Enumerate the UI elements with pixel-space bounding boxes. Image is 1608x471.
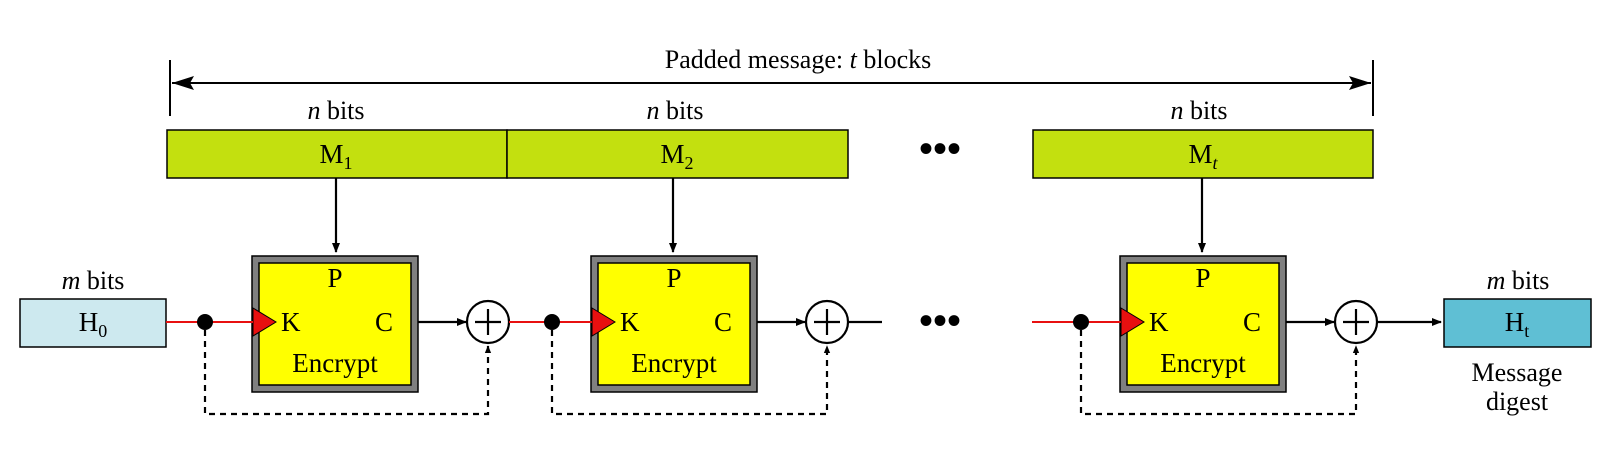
svg-text:P: P bbox=[1195, 263, 1210, 293]
svg-text:C: C bbox=[714, 307, 732, 337]
block-width-label: n bits bbox=[1170, 96, 1227, 125]
ellipsis-middle: ••• bbox=[919, 298, 961, 343]
message-span: Padded message: t blocks bbox=[169, 45, 1374, 116]
message-block-t: Mt bbox=[1032, 129, 1374, 179]
block-width-label: n bits bbox=[646, 96, 703, 125]
svg-text:P: P bbox=[666, 263, 681, 293]
svg-text:Ht: Ht bbox=[1505, 307, 1530, 341]
h0-width-label: m bits bbox=[62, 266, 125, 295]
span-label: Padded message: t blocks bbox=[665, 45, 931, 74]
ht-width-label: m bits bbox=[1487, 266, 1550, 295]
encrypt-box-1: P K C Encrypt bbox=[251, 255, 419, 393]
block-width-label: n bits bbox=[307, 96, 364, 125]
svg-text:K: K bbox=[1149, 307, 1169, 337]
svg-text:Encrypt: Encrypt bbox=[631, 348, 717, 378]
svg-text:C: C bbox=[1243, 307, 1261, 337]
ht-block: Ht bbox=[1443, 298, 1592, 348]
svg-text:C: C bbox=[375, 307, 393, 337]
svg-text:Encrypt: Encrypt bbox=[1160, 348, 1246, 378]
xor-t bbox=[1333, 299, 1379, 345]
svg-text:H0: H0 bbox=[79, 307, 108, 341]
message-block-1: M1 bbox=[166, 129, 508, 179]
svg-text:Mt: Mt bbox=[1188, 139, 1218, 173]
svg-text:K: K bbox=[281, 307, 301, 337]
encrypt-box-2: P K C Encrypt bbox=[590, 255, 758, 393]
encrypt-box-t: P K C Encrypt bbox=[1119, 255, 1287, 393]
digest-caption-line2: digest bbox=[1486, 387, 1549, 416]
svg-text:P: P bbox=[327, 263, 342, 293]
svg-text:K: K bbox=[620, 307, 640, 337]
svg-text:Encrypt: Encrypt bbox=[292, 348, 378, 378]
ellipsis-top: ••• bbox=[919, 126, 961, 171]
xor-1 bbox=[465, 299, 511, 345]
svg-text:M1: M1 bbox=[319, 139, 352, 173]
xor-2 bbox=[804, 299, 850, 345]
digest-caption-line1: Message bbox=[1472, 358, 1563, 387]
message-block-2: M2 bbox=[506, 129, 849, 179]
svg-text:M2: M2 bbox=[660, 139, 693, 173]
h0-block: H0 bbox=[19, 298, 167, 348]
